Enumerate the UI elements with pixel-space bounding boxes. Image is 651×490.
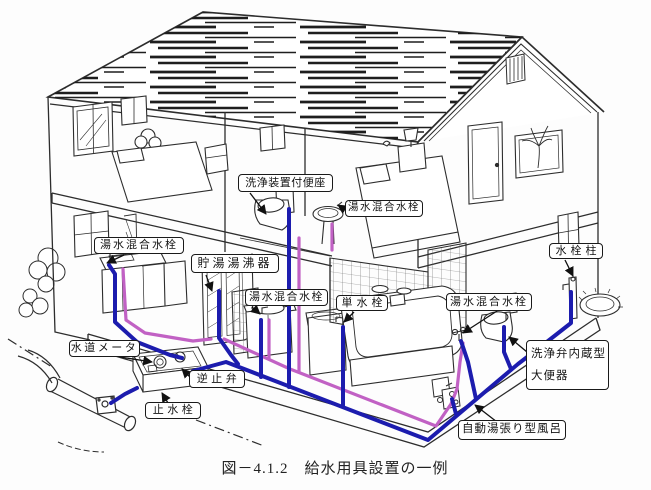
underground-water-main [7, 338, 265, 453]
label-water-meter: 水道メータ [69, 340, 140, 357]
label-builtin-flush-valve-toilet-line2: 大便器 [531, 370, 569, 382]
figure-caption: 図－4.1.2 給水用具設置の一例 [221, 461, 449, 477]
cold-water-pipes [107, 207, 573, 442]
label-check-valve: 逆止弁 [189, 370, 245, 388]
bathroom [329, 242, 467, 387]
label-washstand-mixing-faucet-1f: 湯水混合水栓 [245, 289, 328, 306]
label-single-faucet: 単水栓 [336, 295, 388, 311]
label-washer-equipped-toilet-seat: 洗浄装置付便座 [238, 174, 333, 192]
garden-shrubs [18, 247, 66, 318]
label-stop-valve: 止水栓 [145, 402, 201, 419]
label-builtin-flush-valve-toilet: 洗浄弁内蔵型 大便器 [526, 340, 609, 390]
right-gable-roof [417, 35, 605, 143]
label-leader-arrows [106, 192, 574, 423]
label-auto-filling-bath: 自動湯張り型風呂 [458, 420, 566, 440]
label-kitchen-mixing-faucet: 湯水混合水栓 [94, 237, 184, 254]
bedroom-right-2f [355, 121, 564, 259]
bedroom-left-2f [111, 128, 229, 203]
left-roof [45, 11, 524, 149]
label-lavatory-mixing-faucet-2f: 湯水混合水栓 [345, 200, 423, 217]
washbasin-2f [312, 201, 344, 245]
label-bath-mixing-faucet: 湯水混合水栓 [446, 293, 532, 311]
label-builtin-flush-valve-toilet-line1: 洗浄弁内蔵型 [531, 348, 606, 360]
gable-vent [505, 53, 526, 85]
label-storage-water-heater: 貯湯湯沸器 [191, 254, 279, 273]
label-tap-pillar: 水栓柱 [549, 243, 603, 259]
